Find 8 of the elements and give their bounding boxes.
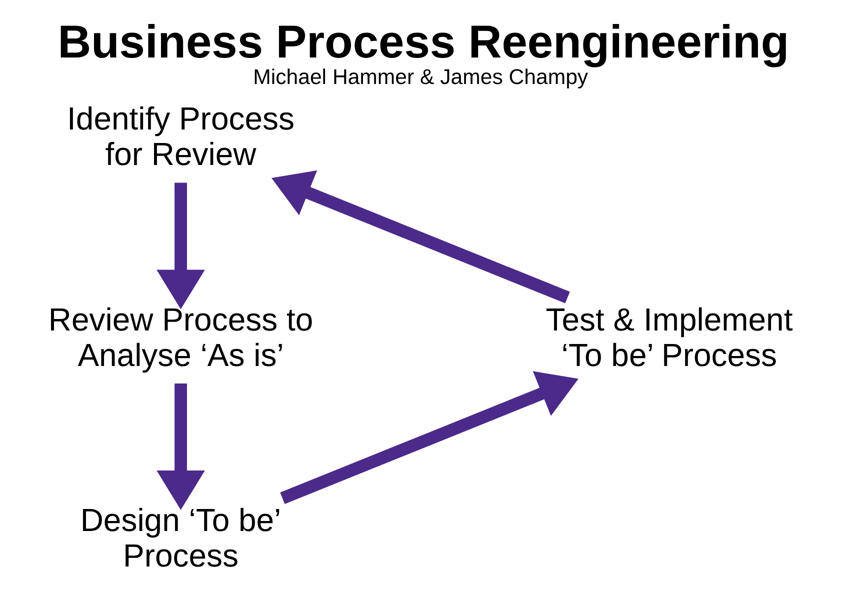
node-text: Identify Process for Review xyxy=(67,100,294,172)
arrow xyxy=(156,182,205,310)
arrow xyxy=(280,371,578,504)
node-text: Test & Implement ‘To be’ Process xyxy=(546,301,793,373)
arrow xyxy=(156,383,205,510)
node-text: Review Process to Analyse ‘As is’ xyxy=(48,301,314,373)
arrow xyxy=(272,170,570,304)
node-text: Design ‘To be’ Process xyxy=(80,502,282,574)
